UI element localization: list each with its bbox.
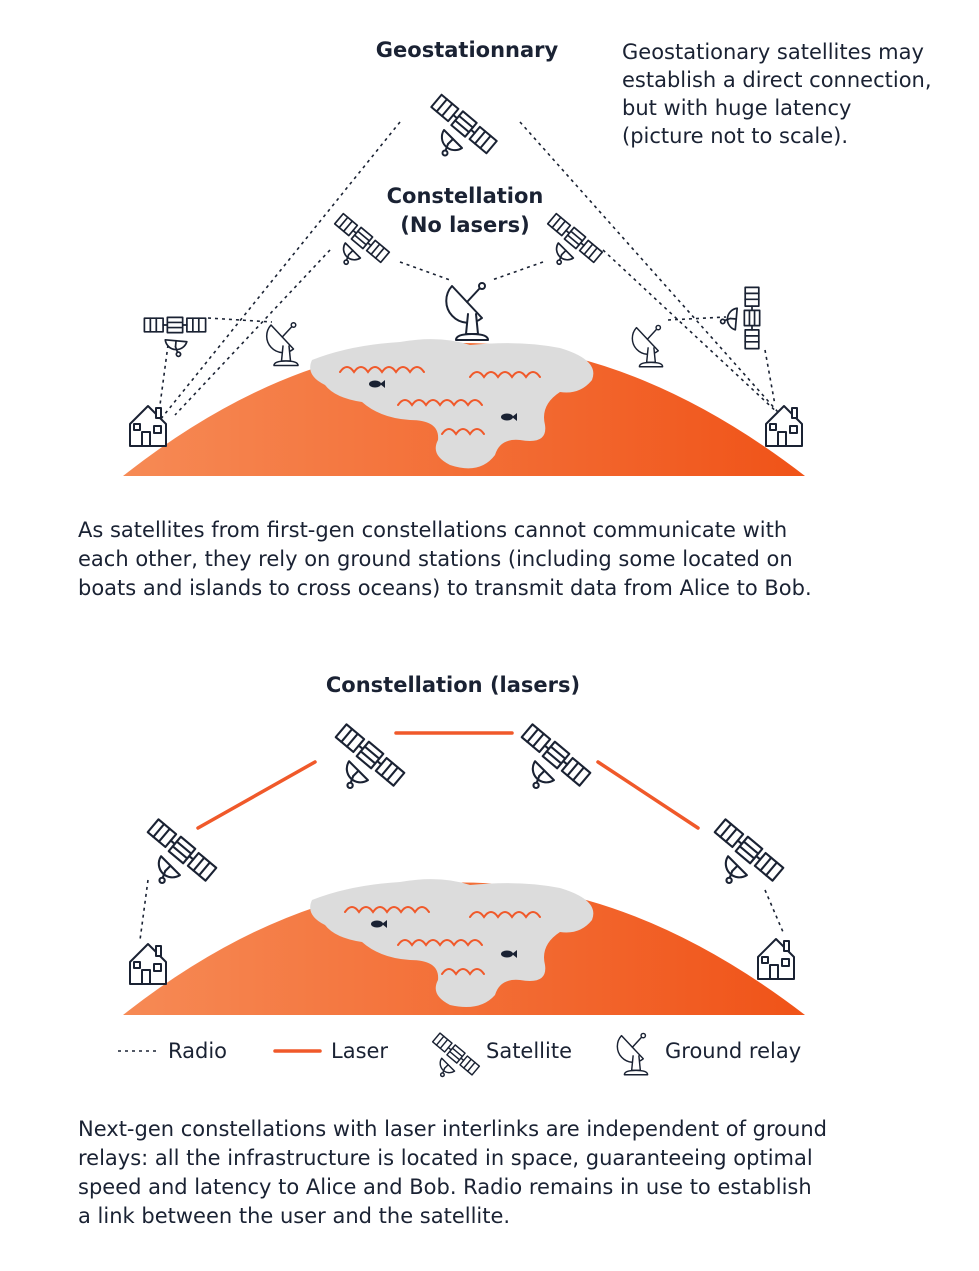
radio-link — [667, 316, 727, 321]
constellation-title: Constellation — [387, 184, 544, 208]
ground-relay-icon — [631, 324, 664, 368]
legend-satellite-icon — [431, 1031, 481, 1078]
waves — [344, 906, 541, 976]
ground-relay-icon — [265, 321, 299, 367]
satellite-icon — [546, 212, 604, 266]
top-diagram: Geostationnary Geostationary satellites … — [78, 38, 932, 600]
caption-line: relays: all the infrastructure is locate… — [78, 1146, 813, 1170]
bottom-caption: Next-gen constellations with laser inter… — [78, 1117, 827, 1228]
radio-link — [159, 121, 401, 421]
laser-link — [196, 760, 317, 830]
caption-line: a link between the user and the satellit… — [78, 1204, 510, 1228]
house-icon — [757, 938, 795, 980]
satellite-icon — [712, 279, 791, 358]
geo-title: Geostationnary — [376, 38, 559, 62]
house-icon — [129, 943, 167, 985]
radio-link — [159, 344, 169, 406]
waves — [339, 366, 541, 436]
satellite-icon — [146, 817, 218, 885]
geo-note-line: but with huge latency — [622, 96, 851, 120]
bottom-radio-links — [139, 879, 784, 941]
caption-line: boats and islands to cross oceans) to tr… — [78, 576, 812, 600]
caption-line: As satellites from first-gen constellati… — [78, 518, 787, 542]
top-caption: As satellites from first-gen constellati… — [78, 518, 812, 600]
radio-link — [764, 349, 776, 406]
ground-relay-icon — [445, 282, 489, 341]
geo-note: Geostationary satellites may establish a… — [622, 40, 932, 148]
geostationary-satellite-icon — [429, 92, 499, 157]
laser-links — [196, 731, 700, 830]
legend-satellite-label: Satellite — [486, 1039, 572, 1063]
radio-link — [174, 249, 331, 416]
radio-link — [764, 889, 784, 933]
legend-laser-label: Laser — [331, 1039, 388, 1063]
satellite-icon — [713, 817, 785, 885]
laser-link — [596, 760, 700, 830]
radio-links — [159, 121, 786, 421]
geo-note-line: establish a direct connection, — [622, 68, 932, 92]
house-icon — [765, 405, 803, 447]
legend: Radio Laser Satellite Ground relay — [118, 1031, 801, 1078]
geo-note-line: (picture not to scale). — [622, 124, 848, 148]
caption-line: each other, they rely on ground stations… — [78, 547, 793, 571]
satellite-icon — [333, 212, 391, 266]
radio-link — [491, 261, 544, 281]
geo-note-line: Geostationary satellites may — [622, 40, 924, 64]
constellation-subtitle: (No lasers) — [400, 213, 529, 237]
satellite-icon — [520, 722, 592, 790]
radio-link — [399, 261, 451, 281]
legend-radio-label: Radio — [168, 1039, 227, 1063]
radio-link — [602, 249, 781, 416]
caption-line: speed and latency to Alice and Bob. Radi… — [78, 1175, 812, 1199]
laser-constellation-title: Constellation (lasers) — [326, 673, 580, 697]
radio-link — [139, 879, 149, 941]
caption-line: Next-gen constellations with laser inter… — [78, 1117, 827, 1141]
house-icon — [129, 405, 167, 447]
bottom-diagram: Constellation (lasers) — [78, 673, 827, 1228]
legend-ground-relay-label: Ground relay — [665, 1039, 801, 1063]
satellite-icon — [136, 286, 215, 365]
legend-ground-relay-icon — [616, 1032, 649, 1076]
